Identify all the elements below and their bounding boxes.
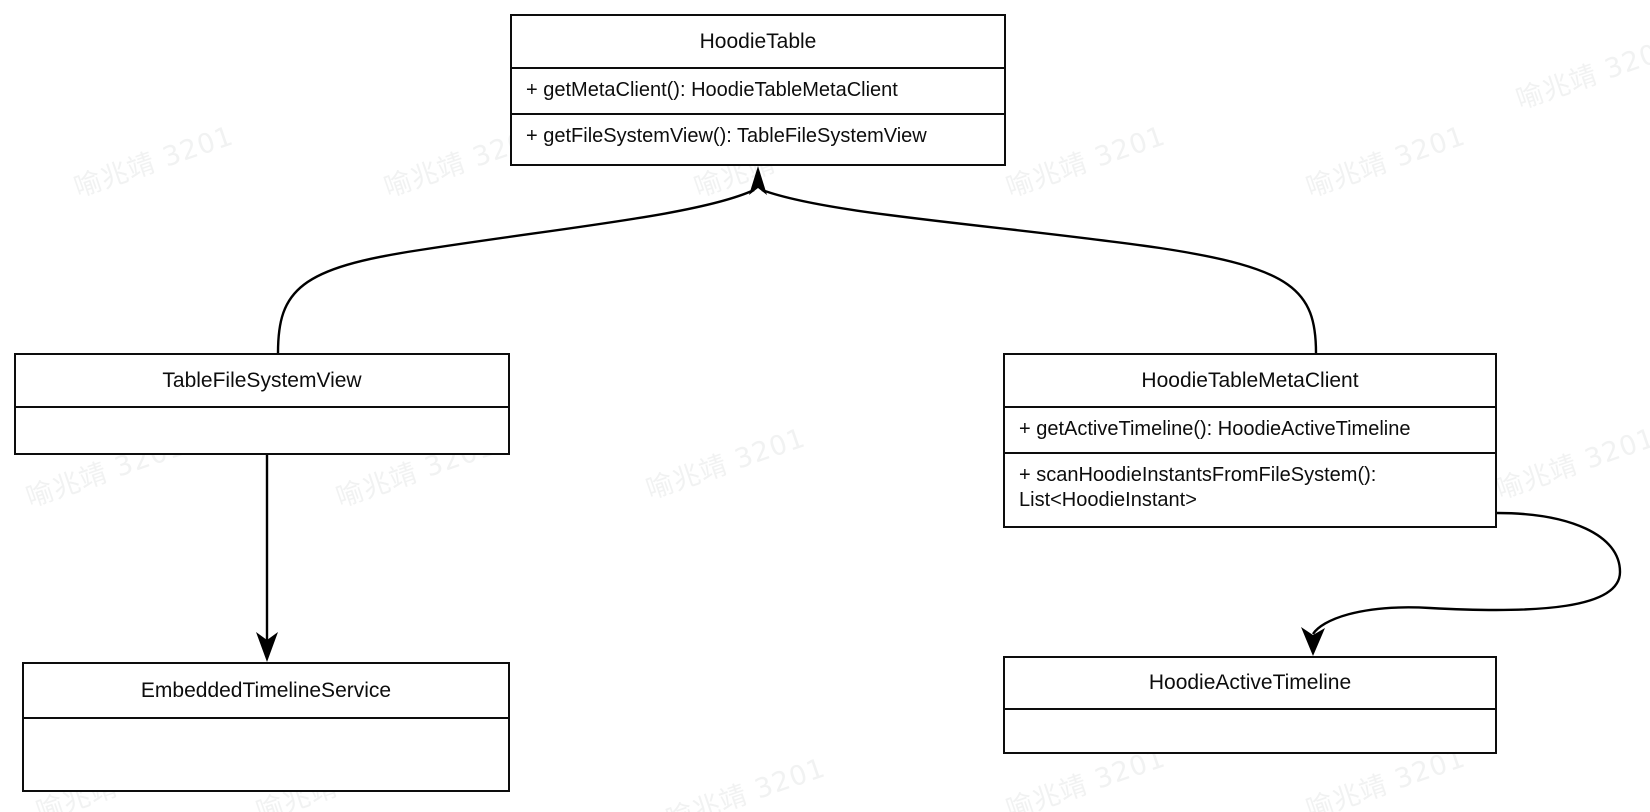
- edge-hoodietablemetaclient-to-hoodietable: [761, 188, 1318, 354]
- watermark: 喻兆靖 3201: [642, 422, 810, 506]
- watermark: 喻兆靖 3201: [1512, 32, 1650, 116]
- class-box-hoodie-table-meta-client[interactable]: HoodieTableMetaClient + getActiveTimelin…: [1003, 353, 1497, 528]
- watermark: 喻兆靖 3201: [1492, 422, 1650, 506]
- class-box-table-file-system-view[interactable]: TableFileSystemView: [14, 353, 510, 455]
- class-member: + getActiveTimeline(): HoodieActiveTimel…: [1019, 418, 1411, 440]
- arrowhead-into-hoodietable: [749, 166, 767, 195]
- class-members-table-file-system-view: [16, 406, 508, 453]
- class-box-embedded-timeline-service[interactable]: EmbeddedTimelineService: [22, 662, 510, 792]
- class-box-hoodie-table[interactable]: HoodieTable + getMetaClient(): HoodieTab…: [510, 14, 1006, 166]
- class-members-hoodie-active-timeline: [1005, 708, 1495, 752]
- watermark: 喻兆靖 3201: [662, 752, 830, 812]
- class-name-hoodie-table-meta-client: HoodieTableMetaClient: [1141, 368, 1359, 392]
- class-box-hoodie-active-timeline[interactable]: HoodieActiveTimeline: [1003, 656, 1497, 754]
- class-name-table-file-system-view: TableFileSystemView: [162, 368, 362, 392]
- class-name-hoodie-active-timeline: HoodieActiveTimeline: [1148, 671, 1352, 694]
- class-member: + scanHoodieInstantsFromFileSystem(): Li…: [1005, 451, 1495, 523]
- class-member: + getMetaClient(): HoodieTableMetaClient: [526, 79, 898, 101]
- edge-hoodietablemetaclient-to-hoodieactivetimeline: [1311, 511, 1622, 635]
- class-name-embedded-timeline-service: EmbeddedTimelineService: [140, 678, 392, 702]
- arrowhead-into-hoodieactivetimeline: [1301, 627, 1325, 656]
- watermark: 喻兆靖 3201: [1302, 120, 1470, 204]
- arrowhead-into-embeddedtimelineservice: [256, 632, 278, 662]
- class-name-hoodie-table: HoodieTable: [699, 29, 817, 53]
- class-members-hoodie-table: + getMetaClient(): HoodieTableMetaClient…: [512, 67, 1004, 166]
- class-member: + getFileSystemView(): TableFileSystemVi…: [512, 112, 1004, 159]
- edge-tablefilesystemview-to-hoodietable: [276, 188, 755, 354]
- class-members-hoodie-table-meta-client: + getActiveTimeline(): HoodieActiveTimel…: [1005, 406, 1495, 528]
- watermark: 喻兆靖 3201: [1002, 120, 1170, 204]
- class-members-embedded-timeline-service: [24, 717, 508, 790]
- watermark: 喻兆靖 3201: [70, 120, 238, 204]
